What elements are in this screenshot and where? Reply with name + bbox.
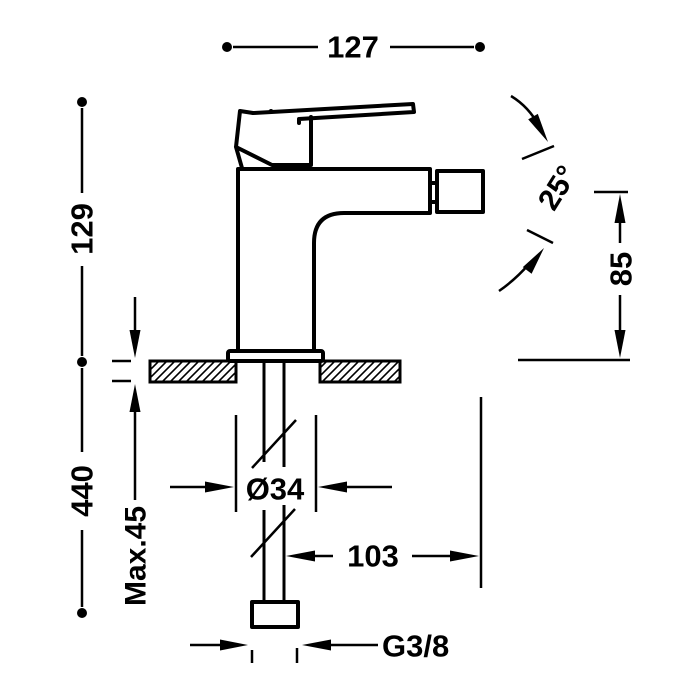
countertop xyxy=(148,359,402,384)
break-line-upper xyxy=(251,419,297,469)
arrowhead-left xyxy=(318,481,347,493)
handle-pivot-dot xyxy=(268,109,274,114)
arrowhead-right xyxy=(450,550,479,562)
dim-dot xyxy=(77,357,87,367)
dim-label-129: 129 xyxy=(65,203,100,255)
dim-overall-width: 127 xyxy=(222,30,485,65)
arrowhead-arc-lower xyxy=(522,248,544,274)
mounting-plate xyxy=(226,349,325,363)
dim-spout-reach: 103 xyxy=(286,397,483,588)
dim-height-above-deck: 129 xyxy=(65,97,100,367)
dim-label-85: 85 xyxy=(604,252,639,286)
spout-aerator xyxy=(435,169,485,214)
dim-label-127: 127 xyxy=(327,30,379,65)
arrowhead-right xyxy=(205,481,234,493)
supply-shank xyxy=(250,361,297,602)
arrowhead-up xyxy=(614,194,626,223)
dim-label-440: 440 xyxy=(65,465,100,517)
dim-label-25deg: 25° xyxy=(532,160,584,216)
faucet-outline xyxy=(226,102,485,629)
arrowhead-down xyxy=(614,330,626,358)
arrowhead-left xyxy=(302,639,331,651)
faucet-body xyxy=(236,167,432,353)
dim-dot xyxy=(222,42,232,52)
dim-body-diameter: Ø34 xyxy=(170,415,392,512)
faucet-handle-lever xyxy=(251,102,416,125)
dim-dot xyxy=(77,608,87,618)
arrowhead-right xyxy=(220,639,248,651)
dim-spout-height: 85 xyxy=(518,190,639,362)
angle-tick-lower xyxy=(526,228,554,245)
angle-tick-upper xyxy=(521,144,555,161)
shank-pipe-lower xyxy=(262,505,286,602)
dim-dot xyxy=(77,97,87,107)
arrowhead-arc-upper xyxy=(528,113,548,142)
dim-label-g38: G3/8 xyxy=(382,629,449,664)
arrowhead-down xyxy=(129,330,141,358)
arrowhead-left xyxy=(286,550,315,562)
dim-max-deck-thickness: Max.45 xyxy=(112,297,153,606)
countertop-left-section xyxy=(148,359,238,384)
dim-label-max45: Max.45 xyxy=(120,506,153,606)
dim-label-103: 103 xyxy=(347,539,399,574)
shank-pipe-upper xyxy=(262,361,286,467)
dim-dot xyxy=(475,42,485,52)
arrowhead-up xyxy=(129,384,141,412)
connection-nut xyxy=(250,600,300,629)
dim-label-o34: Ø34 xyxy=(246,472,305,507)
break-line-lower xyxy=(250,508,296,558)
dim-handle-angle: 25° xyxy=(498,94,584,293)
dim-connection-thread: G3/8 xyxy=(190,629,449,664)
faucet-handle-body xyxy=(234,109,313,170)
dim-length-below-deck: 440 xyxy=(65,368,100,618)
countertop-right-section xyxy=(318,359,402,384)
